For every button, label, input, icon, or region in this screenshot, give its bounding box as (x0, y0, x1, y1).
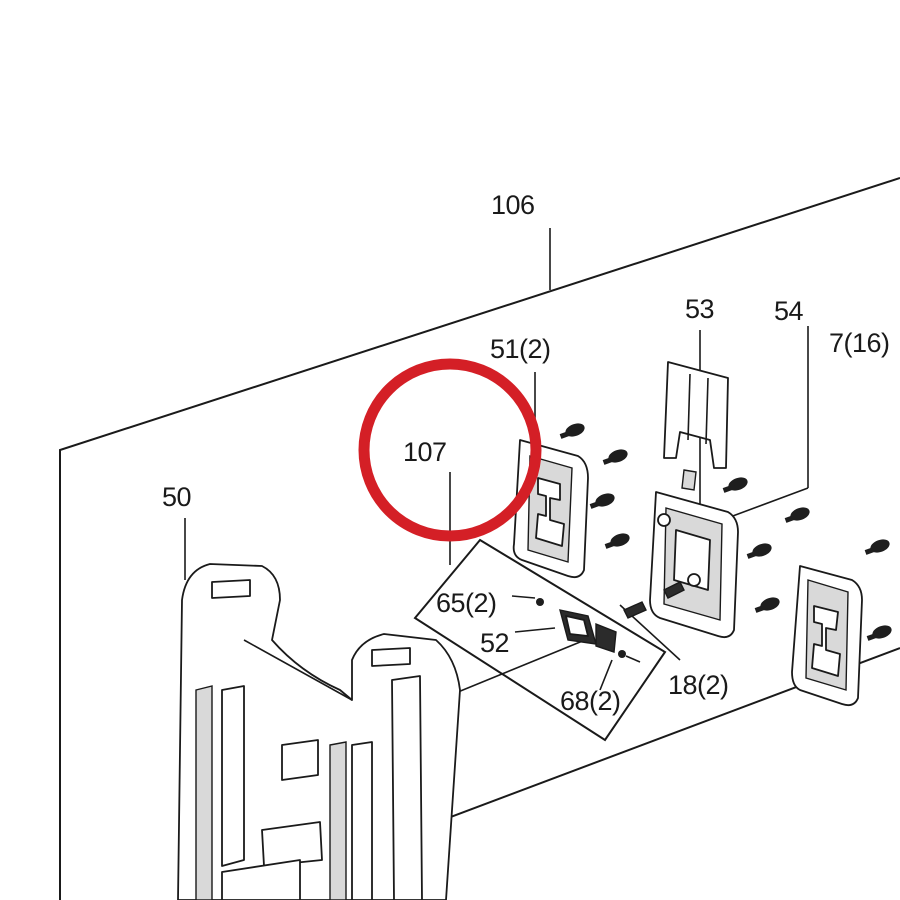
callout-50: 50 (162, 482, 191, 512)
part-51-plate-upper (512, 439, 589, 579)
callout-51: 51(2) (490, 334, 551, 364)
screw-icon (784, 507, 810, 523)
highlight-circle (358, 358, 542, 542)
callout-18: 18(2) (668, 670, 729, 700)
screw-icon (746, 543, 772, 559)
screw-icon (722, 477, 748, 493)
screw-icon (559, 423, 585, 439)
screw-group (559, 423, 892, 641)
subassembly-box-107 (413, 538, 667, 742)
callout-labels: 106 53 54 7(16) 51(2) 107 50 65(2) 52 18… (162, 190, 890, 716)
part-53-latch (663, 361, 729, 491)
screw-icon (864, 539, 890, 555)
callout-54: 54 (774, 296, 804, 326)
part-51-plate-lower (791, 565, 863, 707)
part-52-button (559, 609, 617, 653)
small-parts (536, 581, 685, 663)
screw-icon (602, 449, 628, 465)
callout-52: 52 (480, 628, 509, 658)
pin-65 (536, 598, 544, 606)
callout-7: 7(16) (829, 328, 890, 358)
callout-107: 107 (403, 437, 447, 467)
part-50-housing (177, 563, 461, 900)
pin-68 (618, 650, 626, 658)
part-54-latch-housing (649, 491, 739, 639)
spring-18 (623, 581, 685, 619)
screw-icon (754, 597, 780, 613)
callout-68: 68(2) (560, 686, 621, 716)
callout-106: 106 (491, 190, 535, 220)
callout-65: 65(2) (436, 588, 497, 618)
screw-icon (866, 625, 892, 641)
screw-icon (604, 533, 630, 549)
callout-53: 53 (685, 294, 714, 324)
screw-icon (589, 493, 615, 509)
